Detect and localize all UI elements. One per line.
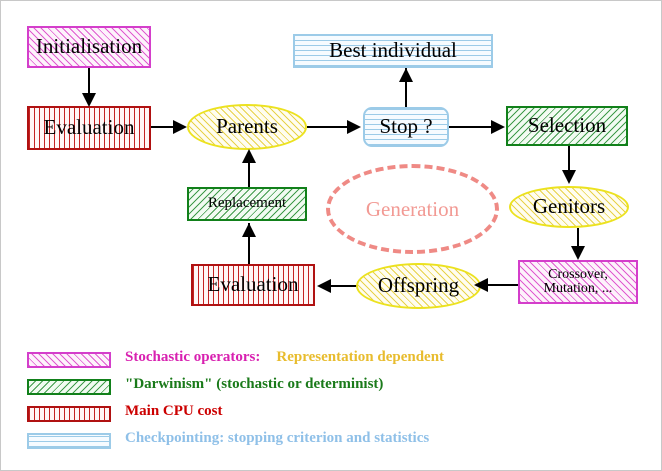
arrowhead-right-parents [173,120,187,134]
legend-swatch-red-vertical-hatch-icon [27,406,111,422]
node-crossover-mutation-label: Crossover, Mutation, ... [543,266,613,296]
edge-crossover-to-offspring [487,284,519,286]
node-parents-label: Parents [216,114,278,139]
node-evaluation-bottom[interactable]: Evaluation [191,264,315,306]
node-evaluation-top-label: Evaluation [43,115,135,140]
legend-label-checkpointing: Checkpointing: stopping criterion and st… [125,430,430,446]
node-genitors-label: Genitors [532,194,606,219]
legend-label-stochastic-operators-part2: Representation dependent [276,349,445,365]
arrowhead-down-evaluation-top [82,93,96,107]
legend-row-main-cpu-cost: Main CPU cost [27,403,647,425]
legend-label-stochastic-operators: Stochastic operators: Representation depe… [125,349,444,366]
edge-parents-to-stop [307,126,349,128]
region-generation: Generation [326,164,499,254]
node-genitors[interactable]: Genitors [509,186,629,228]
node-best-individual-label: Best individual [329,38,457,63]
legend-row-checkpointing: Checkpointing: stopping criterion and st… [27,430,647,452]
node-stop[interactable]: Stop ? [363,107,449,147]
legend-swatch-green-diagonal-hatch-icon [27,379,111,395]
node-crossover-mutation[interactable]: Crossover, Mutation, ... [518,260,638,304]
edge-replacement-to-parents [248,163,250,189]
legend-label-main-cpu-cost: Main CPU cost [125,403,223,419]
node-parents[interactable]: Parents [187,104,307,150]
legend-swatch-magenta-diagonal-hatch-icon [27,352,111,368]
node-offspring[interactable]: Offspring [356,263,481,309]
node-stop-label: Stop ? [379,114,433,139]
node-initialisation[interactable]: Initialisation [27,26,151,68]
edge-offspring-to-evaluation [331,285,357,287]
arrowhead-down-crossover [571,246,585,260]
legend-label-stochastic-operators-part1: Stochastic operators: [125,349,261,365]
node-replacement-label: Replacement [207,195,287,212]
arrowhead-left-offspring [474,278,488,292]
legend-swatch-blue-horizontal-hatch-icon [27,433,111,449]
node-best-individual[interactable]: Best individual [293,34,493,68]
arrowhead-up-parents [242,149,256,163]
arrowhead-right-selection [491,120,505,134]
edge-genitors-to-crossover [577,228,579,248]
edge-stop-to-selection [449,126,493,128]
node-initialisation-label: Initialisation [35,34,143,59]
legend-row-stochastic-operators: Stochastic operators: Representation depe… [27,349,647,371]
legend-row-darwinism: "Darwinism" (stochastic or determinist) [27,376,647,398]
node-evaluation-top[interactable]: Evaluation [27,106,151,150]
edge-selection-to-genitors [568,146,570,172]
node-offspring-label: Offspring [377,273,460,298]
edge-evaluation-to-replacement [248,223,250,265]
arrowhead-left-evaluation-bottom [317,279,331,293]
arrowhead-up-best-individual [399,68,413,82]
arrowhead-right-stop [347,120,361,134]
node-replacement[interactable]: Replacement [187,187,307,221]
arrowhead-down-genitors [562,170,576,184]
node-evaluation-bottom-label: Evaluation [207,272,299,297]
node-selection-label: Selection [527,113,607,138]
edge-stop-to-best-individual [405,68,407,108]
region-generation-label: Generation [365,196,460,221]
legend-label-darwinism: "Darwinism" (stochastic or determinist) [125,376,384,392]
node-selection[interactable]: Selection [506,106,628,146]
arrowhead-up-replacement [242,223,256,237]
edge-evaluation-to-parents [151,126,175,128]
edge-initialisation-to-evaluation [88,68,90,96]
